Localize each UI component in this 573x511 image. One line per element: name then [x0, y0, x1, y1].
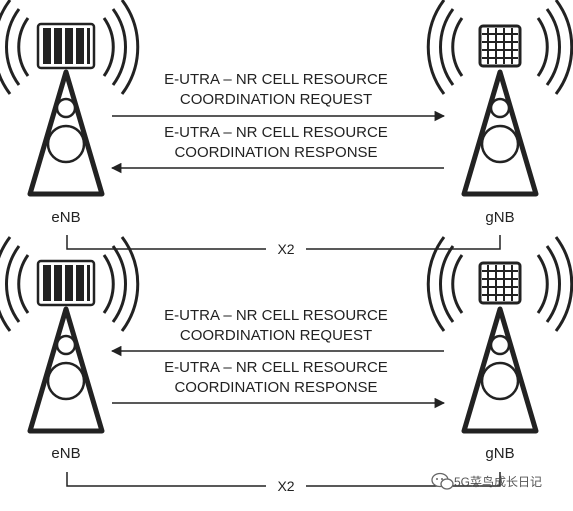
enb-tower-icon	[0, 0, 140, 194]
gnb-tower-icon	[426, 235, 573, 431]
request-message-line1: E-UTRA – NR CELL RESOURCE	[164, 307, 388, 324]
x2-interface-link	[66, 472, 501, 487]
x2-interface-label: X2	[277, 241, 294, 257]
panel-bottom: eNB gNB E-UTRA – NR CELL RESOURCE COORDI…	[0, 235, 573, 494]
wechat-icon	[431, 472, 454, 490]
panel-top: eNB gNB E-UTRA – NR CELL RESOURCE COORDI…	[0, 0, 573, 257]
response-message-line1: E-UTRA – NR CELL RESOURCE	[164, 124, 388, 141]
gnb-tower-icon	[426, 0, 573, 194]
request-message-line2: COORDINATION REQUEST	[180, 91, 372, 108]
watermark-text: 5G菜鸟成长日记	[454, 474, 542, 489]
response-message-line2: COORDINATION RESPONSE	[174, 144, 377, 161]
gnb-label: gNB	[485, 445, 514, 462]
x2-interface-label: X2	[277, 478, 294, 494]
watermark: 5G菜鸟成长日记	[431, 472, 542, 490]
gnb-label: gNB	[485, 209, 514, 226]
x2-interface-link	[66, 235, 501, 250]
request-message-line2: COORDINATION REQUEST	[180, 327, 372, 344]
response-message-line1: E-UTRA – NR CELL RESOURCE	[164, 359, 388, 376]
enb-label: eNB	[51, 209, 80, 226]
response-message-line2: COORDINATION RESPONSE	[174, 379, 377, 396]
enb-tower-icon	[0, 235, 140, 431]
request-message-line1: E-UTRA – NR CELL RESOURCE	[164, 71, 388, 88]
enb-label: eNB	[51, 445, 80, 462]
